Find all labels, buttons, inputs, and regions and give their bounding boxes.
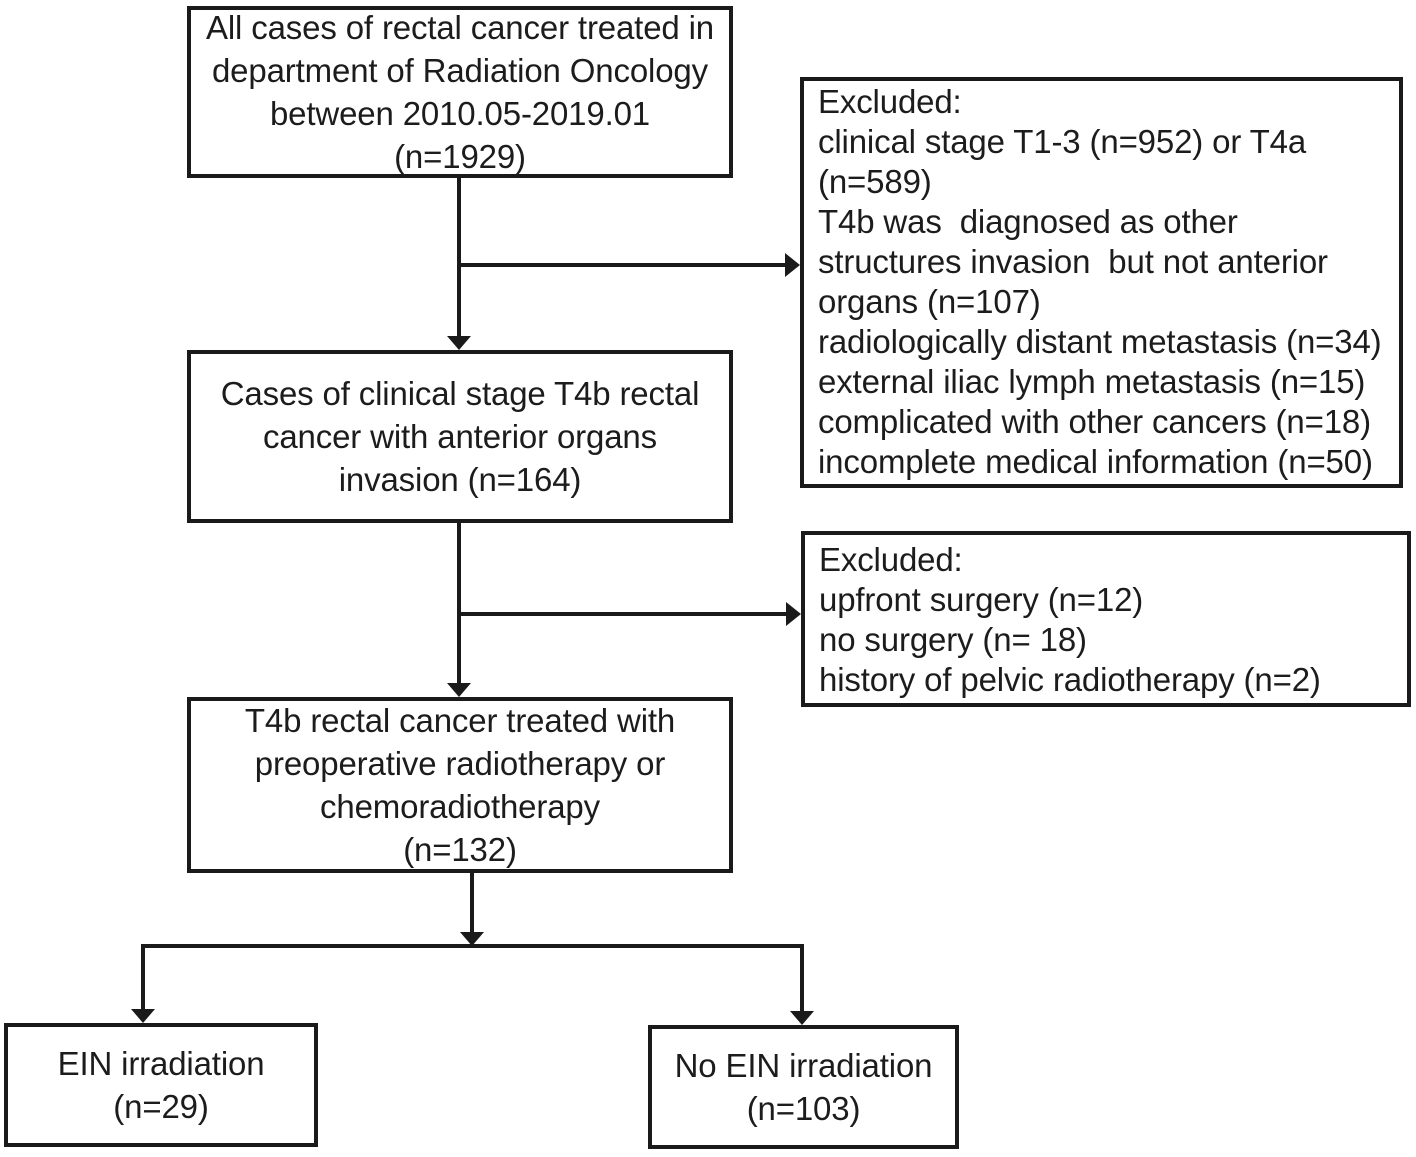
arrowhead-into-ein bbox=[131, 1009, 155, 1023]
box-preop-rt-text: T4b rectal cancer treated with preoperat… bbox=[244, 702, 676, 868]
arrowhead-into-noein bbox=[790, 1011, 814, 1025]
box-preop-rt: T4b rectal cancer treated with preoperat… bbox=[187, 697, 733, 873]
box-t4b-anterior-text: Cases of clinical stage T4b rectal cance… bbox=[220, 375, 700, 498]
connector-allcases-to-t4b bbox=[457, 176, 461, 336]
connector-t4b-to-preop bbox=[457, 521, 461, 684]
box-excluded-stage: Excluded: clinical stage T1-3 (n=952) or… bbox=[800, 77, 1403, 488]
connector-preop-to-split bbox=[470, 871, 474, 934]
arrowhead-into-t4b bbox=[447, 336, 471, 350]
arrowhead-into-excluded-treatment bbox=[786, 602, 801, 626]
box-excluded-treatment-text: Excluded: upfront surgery (n=12) no surg… bbox=[819, 541, 1321, 698]
connector-split-to-noein bbox=[800, 946, 804, 1012]
connector-branch-excluded-treatment bbox=[459, 612, 787, 616]
box-all-cases: All cases of rectal cancer treated in de… bbox=[187, 6, 733, 178]
box-excluded-treatment: Excluded: upfront surgery (n=12) no surg… bbox=[801, 531, 1411, 707]
connector-split-horizontal bbox=[141, 944, 804, 948]
connector-split-to-ein bbox=[141, 946, 145, 1010]
arrowhead-into-excluded-stage bbox=[785, 253, 800, 277]
arrowhead-into-preop bbox=[447, 683, 471, 697]
box-ein-irradiation-text: EIN irradiation (n=29) bbox=[57, 1045, 265, 1125]
box-ein-irradiation: EIN irradiation (n=29) bbox=[4, 1023, 318, 1147]
box-no-ein-irradiation-text: No EIN irradiation (n=103) bbox=[674, 1047, 933, 1127]
connector-branch-excluded-stage bbox=[459, 263, 786, 267]
box-all-cases-text: All cases of rectal cancer treated in de… bbox=[205, 9, 715, 175]
box-t4b-anterior: Cases of clinical stage T4b rectal cance… bbox=[187, 350, 733, 523]
arrowhead-into-split bbox=[460, 932, 484, 946]
box-excluded-stage-text: Excluded: clinical stage T1-3 (n=952) or… bbox=[818, 83, 1382, 480]
box-no-ein-irradiation: No EIN irradiation (n=103) bbox=[648, 1025, 959, 1149]
